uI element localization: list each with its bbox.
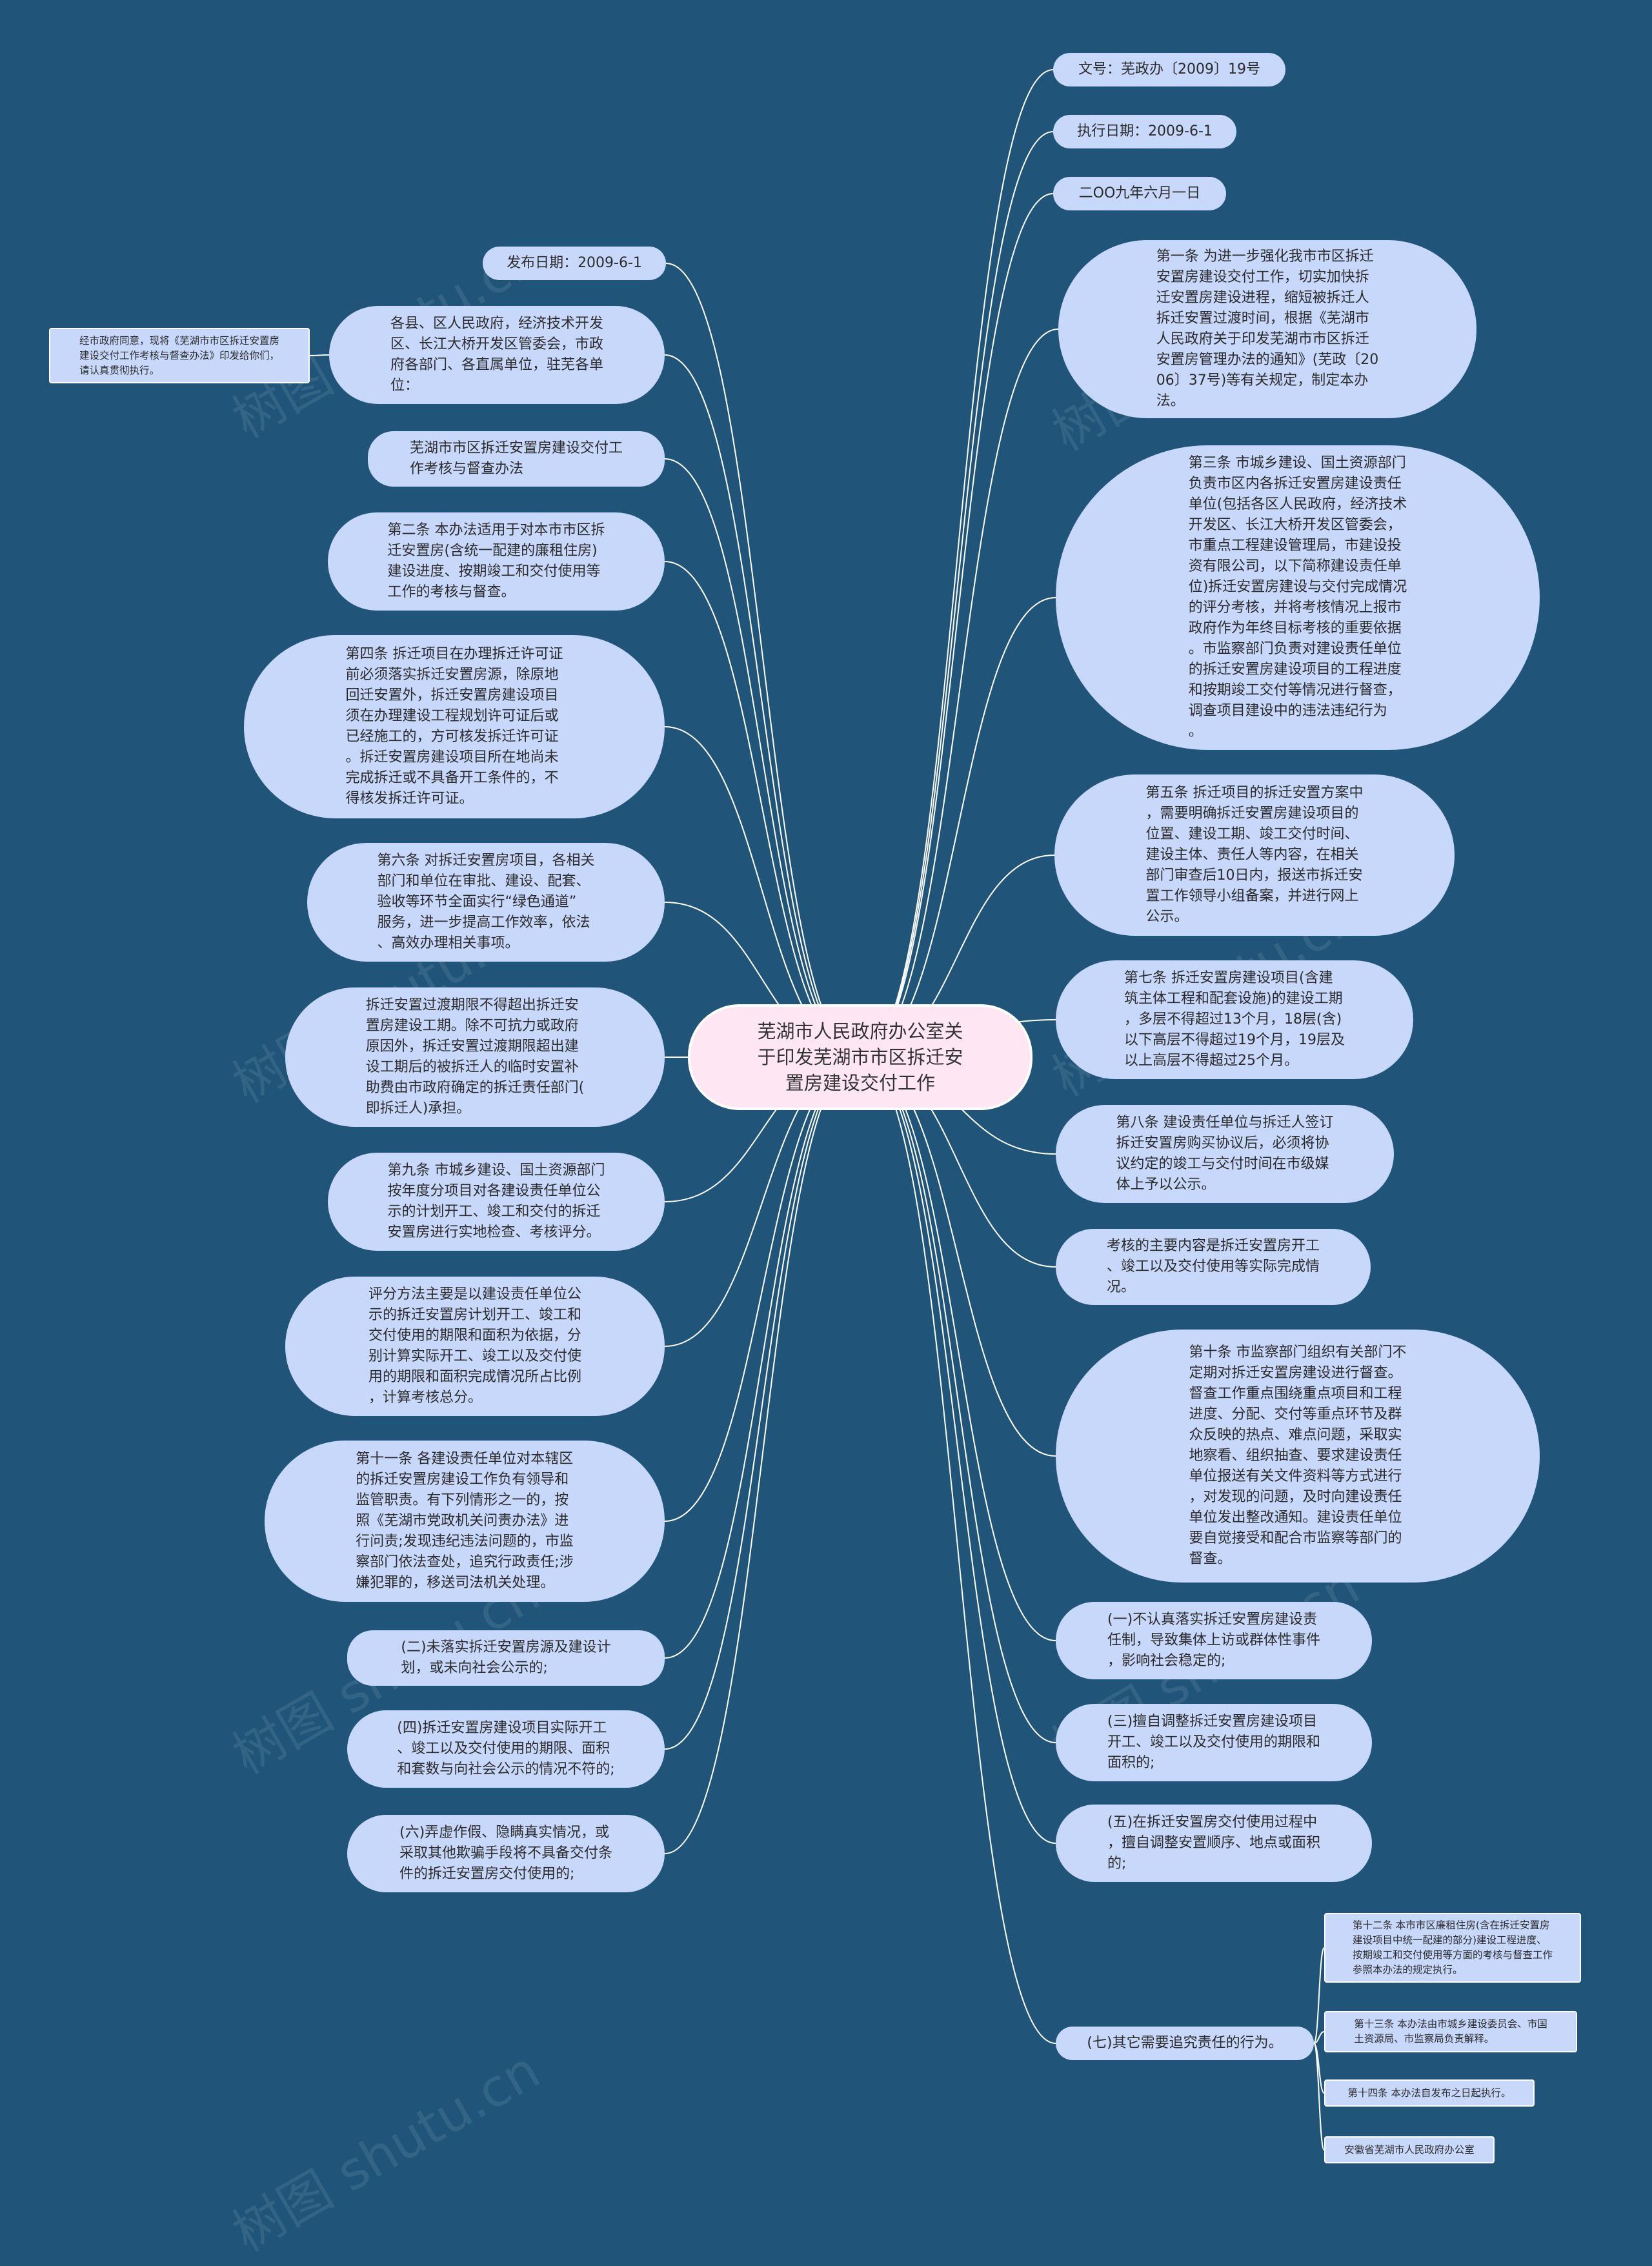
- root-topic-text: 芜湖市人民政府办公室关 于印发芜湖市市区拆迁安 置房建设交付工作: [757, 1020, 963, 1094]
- subtopic-article-12[interactable]: 第十二条 本市市区廉租住房(含在拆迁安置房 建设项目中统一配建的部分)建设工程进…: [1324, 1913, 1581, 1983]
- connector-line: [860, 131, 1054, 1058]
- topic-article-8[interactable]: 第八条 建设责任单位与拆迁人签订 拆迁安置房购买协议后，必须将协 议约定的竣工与…: [1056, 1105, 1394, 1203]
- topic-article-7[interactable]: 第七条 拆迁安置房建设项目(含建 筑主体工程和配套设施)的建设工期 ，多层不得超…: [1056, 960, 1413, 1079]
- connector-line: [664, 458, 861, 1058]
- topic-scoring-method[interactable]: 评分方法主要是以建设责任单位公 示的拆迁安置房计划开工、竣工和 交付使用的期限和…: [285, 1277, 665, 1416]
- connector-line: [664, 1057, 861, 1659]
- topic-text: 第九条 市城乡建设、国土资源部门 按年度分项目对各建设责任单位公 示的计划开工、…: [387, 1162, 605, 1240]
- topic-text: 第十一条 各建设责任单位对本辖区 的拆迁安置房建设工作负有领导和 监管职责。有下…: [356, 1451, 574, 1591]
- subtopic-article-14[interactable]: 第十四条 本办法自发布之日起执行。: [1324, 2079, 1535, 2107]
- connector-line: [664, 561, 861, 1058]
- topic-text: (五)在拆迁安置房交付使用过程中 ，擅自调整安置顺序、地点或面积 的;: [1107, 1814, 1320, 1872]
- topic-article-1[interactable]: 第一条 为进一步强化我市市区拆迁 安置房建设交付工作，切实加快拆 迁安置房建设进…: [1058, 240, 1476, 418]
- topic-clause-5[interactable]: (五)在拆迁安置房交付使用过程中 ，擅自调整安置顺序、地点或面积 的;: [1056, 1805, 1372, 1882]
- connector-line: [860, 69, 1054, 1058]
- subtopic-text: 经市政府同意，现将《芜湖市市区拆迁安置房 建设交付工作考核与督查办法》印发给你们…: [79, 334, 279, 376]
- topic-clause-1[interactable]: (一)不认真落实拆迁安置房建设责 任制，导致集体上访或群体性事件 ，影响社会稳定…: [1056, 1602, 1372, 1679]
- topic-article-10[interactable]: 第十条 市监察部门组织有关部门不 定期对拆迁安置房建设进行督查。 督查工作重点围…: [1056, 1330, 1540, 1583]
- topic-clause-4[interactable]: (四)拆迁安置房建设项目实际开工 、竣工以及交付使用的期限、面积 和套数与向社会…: [347, 1710, 665, 1788]
- topic-publish-date[interactable]: 发布日期：2009-6-1: [483, 247, 666, 280]
- subtopic-text: 第十三条 本办法由市城乡建设委员会、市国 土资源局、市监察局负责解释。: [1354, 2018, 1547, 2045]
- topic-text: 执行日期：2009-6-1: [1077, 123, 1213, 139]
- subtopic-article-13[interactable]: 第十三条 本办法由市城乡建设委员会、市国 土资源局、市监察局负责解释。: [1324, 2011, 1577, 2052]
- topic-text: 评分方法主要是以建设责任单位公 示的拆迁安置房计划开工、竣工和 交付使用的期限和…: [368, 1286, 581, 1406]
- topic-text: (四)拆迁安置房建设项目实际开工 、竣工以及交付使用的期限、面积 和套数与向社会…: [397, 1720, 615, 1777]
- connector-line: [860, 1057, 1056, 1844]
- topic-text: (二)未落实拆迁安置房源及建设计 划，或未向社会公示的;: [401, 1639, 611, 1676]
- topic-text: 第八条 建设责任单位与拆迁人签订 拆迁安置房购买协议后，必须将协 议约定的竣工与…: [1116, 1115, 1334, 1193]
- topic-text: 二OO九年六月一日: [1078, 185, 1201, 201]
- subtopic-issuer[interactable]: 安徽省芜湖市人民政府办公室: [1324, 2136, 1495, 2163]
- topic-date[interactable]: 二OO九年六月一日: [1053, 177, 1226, 210]
- topic-text: 发布日期：2009-6-1: [507, 255, 642, 271]
- topic-addressees[interactable]: 各县、区人民政府，经济技术开发 区、长江大桥开发区管委会，市政 府各部门、各直属…: [329, 306, 665, 404]
- connector-line: [860, 329, 1059, 1058]
- topic-text: (七)其它需要追究责任的行为。: [1087, 2035, 1283, 2051]
- subtopic-text: 第十二条 本市市区廉租住房(含在拆迁安置房 建设项目中统一配建的部分)建设工程进…: [1352, 1919, 1553, 1976]
- topic-assessment-content[interactable]: 考核的主要内容是拆迁安置房开工 、竣工以及交付使用等实际完成情 况。: [1056, 1229, 1371, 1305]
- topic-text: 考核的主要内容是拆迁安置房开工 、竣工以及交付使用等实际完成情 况。: [1106, 1238, 1320, 1295]
- subtopic-text: 第十四条 本办法自发布之日起执行。: [1347, 2087, 1511, 2099]
- connector-line: [860, 597, 1056, 1058]
- topic-article-5[interactable]: 第五条 拆迁项目的拆迁安置方案中 ，需要明确拆迁安置房建设项目的 位置、建设工期…: [1054, 774, 1455, 936]
- topic-effective-date[interactable]: 执行日期：2009-6-1: [1053, 115, 1236, 148]
- connector-line: [860, 1057, 1056, 2044]
- topic-clause-6[interactable]: (六)弄虚作假、隐瞒真实情况，或 采取其他欺骗手段将不具备交付条 件的拆迁安置房…: [347, 1815, 665, 1892]
- topic-text: (一)不认真落实拆迁安置房建设责 任制，导致集体上访或群体性事件 ，影响社会稳定…: [1107, 1612, 1320, 1669]
- topic-article-11[interactable]: 第十一条 各建设责任单位对本辖区 的拆迁安置房建设工作负有领导和 监管职责。有下…: [265, 1441, 665, 1602]
- connector-line: [1313, 2043, 1325, 2150]
- topic-article-4[interactable]: 第四条 拆迁项目在办理拆迁许可证 前必须落实拆迁安置房源，除原地 回迁安置外，拆…: [244, 635, 665, 818]
- connector-line: [860, 193, 1054, 1058]
- topic-article-9[interactable]: 第九条 市城乡建设、国土资源部门 按年度分项目对各建设责任单位公 示的计划开工、…: [328, 1153, 665, 1251]
- topic-text: (三)擅自调整拆迁安置房建设项目 开工、竣工以及交付使用的期限和 面积的;: [1107, 1714, 1320, 1771]
- topic-text: 第三条 市城乡建设、国土资源部门 负责市区内各拆迁安置房建设责任 单位(包括各区…: [1188, 455, 1407, 740]
- connector-line: [664, 354, 861, 1058]
- topic-article-6[interactable]: 第六条 对拆迁安置房项目，各相关 部门和单位在审批、建设、配套、 验收等环节全面…: [307, 843, 665, 962]
- topic-text: 各县、区人民政府，经济技术开发 区、长江大桥开发区管委会，市政 府各部门、各直属…: [390, 316, 603, 394]
- topic-doc-number[interactable]: 文号：芜政办〔2009〕19号: [1053, 53, 1285, 86]
- topic-text: 第六条 对拆迁安置房项目，各相关 部门和单位在审批、建设、配套、 验收等环节全面…: [377, 853, 595, 951]
- topic-text: 拆迁安置过渡期限不得超出拆迁安 置房建设工期。除不可抗力或政府 原因外，拆迁安置…: [365, 997, 585, 1117]
- mindmap-canvas: 树图 shutu.cn 树图 shutu.cn 树图 shutu.cn 树图 s…: [49, 53, 1581, 2263]
- connector-line: [664, 1057, 861, 1750]
- topic-clause-2[interactable]: (二)未落实拆迁安置房源及建设计 划，或未向社会公示的;: [347, 1630, 665, 1686]
- topic-text: 第七条 拆迁安置房建设项目(含建 筑主体工程和配套设施)的建设工期 ，多层不得超…: [1124, 970, 1345, 1069]
- subtopic-notice[interactable]: 经市政府同意，现将《芜湖市市区拆迁安置房 建设交付工作考核与督查办法》印发给你们…: [49, 328, 310, 383]
- connector-line: [1313, 1947, 1325, 2044]
- topic-clause-3[interactable]: (三)擅自调整拆迁安置房建设项目 开工、竣工以及交付使用的期限和 面积的;: [1056, 1704, 1372, 1781]
- root-topic[interactable]: 芜湖市人民政府办公室关 于印发芜湖市市区拆迁安 置房建设交付工作: [688, 1004, 1032, 1110]
- connector-line: [1313, 2031, 1325, 2044]
- topic-text: 第一条 为进一步强化我市市区拆迁 安置房建设交付工作，切实加快拆 迁安置房建设进…: [1156, 248, 1379, 409]
- connector-line: [664, 1057, 861, 1854]
- topic-text: 第五条 拆迁项目的拆迁安置方案中 ，需要明确拆迁安置房建设项目的 位置、建设工期…: [1145, 785, 1364, 925]
- connector-line: [309, 354, 330, 356]
- topic-article-3[interactable]: 第三条 市城乡建设、国土资源部门 负责市区内各拆迁安置房建设责任 单位(包括各区…: [1056, 445, 1540, 750]
- topic-text: 第二条 本办法适用于对本市市区拆 迁安置房(含统一配建的廉租住房) 建设进度、按…: [387, 522, 605, 600]
- connector-line: [860, 1057, 1056, 1743]
- topic-text: 芜湖市市区拆迁安置房建设交付工 作考核与督查办法: [409, 440, 623, 477]
- topic-text: 文号：芜政办〔2009〕19号: [1078, 61, 1260, 77]
- topic-article-2[interactable]: 第二条 本办法适用于对本市市区拆 迁安置房(含统一配建的廉租住房) 建设进度、按…: [328, 512, 665, 611]
- topic-text: 第十条 市监察部门组织有关部门不 定期对拆迁安置房建设进行督查。 督查工作重点围…: [1189, 1344, 1407, 1567]
- topic-text: (六)弄虚作假、隐瞒真实情况，或 采取其他欺骗手段将不具备交付条 件的拆迁安置房…: [399, 1825, 612, 1882]
- topic-text: 第四条 拆迁项目在办理拆迁许可证 前必须落实拆迁安置房源，除原地 回迁安置外，拆…: [345, 646, 563, 807]
- topic-transition-period[interactable]: 拆迁安置过渡期限不得超出拆迁安 置房建设工期。除不可抗力或政府 原因外，拆迁安置…: [285, 987, 665, 1127]
- subtopic-text: 安徽省芜湖市人民政府办公室: [1344, 2143, 1475, 2156]
- topic-clause-7[interactable]: (七)其它需要追究责任的行为。: [1056, 2027, 1314, 2060]
- topic-document-title[interactable]: 芜湖市市区拆迁安置房建设交付工 作考核与督查办法: [368, 431, 665, 487]
